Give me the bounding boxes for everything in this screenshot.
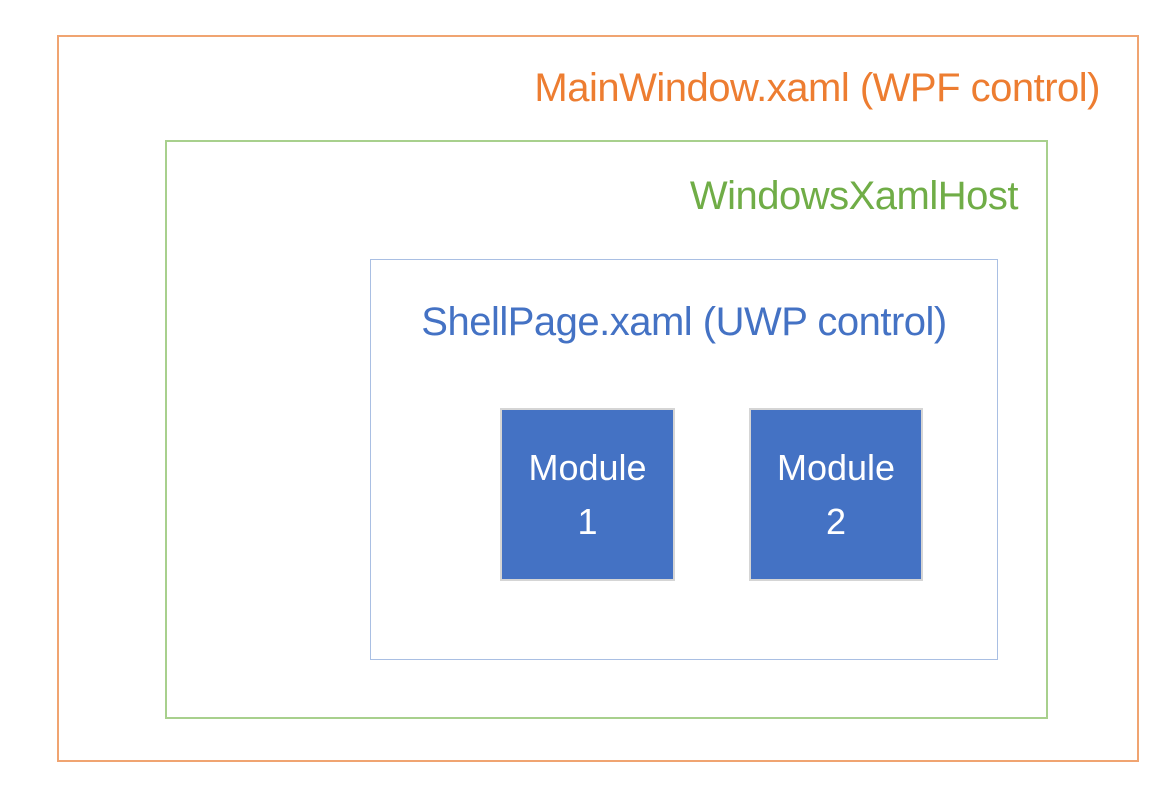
module-1-number: 1 — [577, 500, 598, 542]
module-2-box: Module 2 — [749, 408, 923, 581]
windowsxamlhost-box — [165, 140, 1048, 719]
module-1-name: Module — [528, 446, 647, 488]
module-1-box: Module 1 — [500, 408, 675, 581]
mainwindow-wpf-label: MainWindow.xaml (WPF control) — [534, 66, 1100, 110]
module-2-name: Module — [776, 446, 896, 488]
shellpage-uwp-box — [370, 259, 998, 660]
mainwindow-wpf-box — [57, 35, 1139, 762]
windowsxamlhost-label: WindowsXamlHost — [689, 174, 1019, 218]
module-2-number: 2 — [825, 500, 847, 542]
shellpage-uwp-label: ShellPage.xaml (UWP control) — [421, 300, 947, 344]
